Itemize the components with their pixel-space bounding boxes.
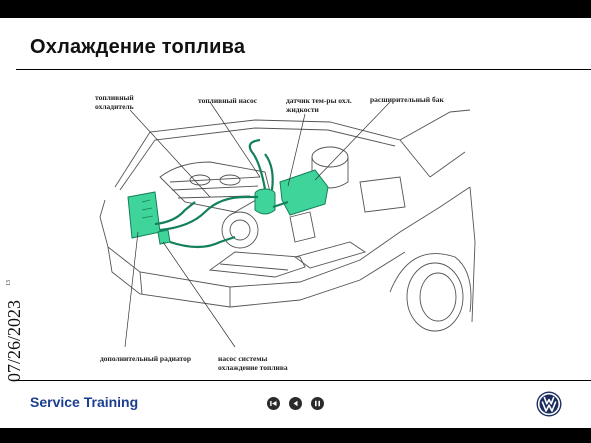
label-expansion-tank: расширительный бак xyxy=(370,95,444,104)
page-title: Охлаждение топлива xyxy=(30,36,246,58)
pause-button[interactable] xyxy=(311,397,324,410)
vw-logo-icon[interactable] xyxy=(536,391,562,417)
top-bar xyxy=(0,0,591,18)
back-button[interactable] xyxy=(289,397,302,410)
pause-icon xyxy=(315,400,320,407)
bottom-bar xyxy=(0,428,591,443)
label-fuel-cooler: топливный охладитель xyxy=(95,93,134,111)
skip-back-button[interactable] xyxy=(267,397,280,410)
car-engine-illustration xyxy=(99,101,476,348)
service-training-brand: Service Training xyxy=(30,394,139,410)
title-divider xyxy=(16,69,591,70)
footer-divider xyxy=(16,380,591,381)
back-icon xyxy=(293,400,298,407)
skip-back-icon xyxy=(270,401,277,406)
fuel-cooling-diagram: топливный охладитель топливный насос дат… xyxy=(60,82,480,378)
label-cooling-pump: насос системы охлаждение топлива xyxy=(218,354,288,372)
label-aux-radiator: дополнительный радиатор xyxy=(100,354,192,363)
label-temp-sensor: датчик тем-ры охл. жидкости xyxy=(286,96,352,114)
label-fuel-pump: топливный насос xyxy=(198,96,258,105)
